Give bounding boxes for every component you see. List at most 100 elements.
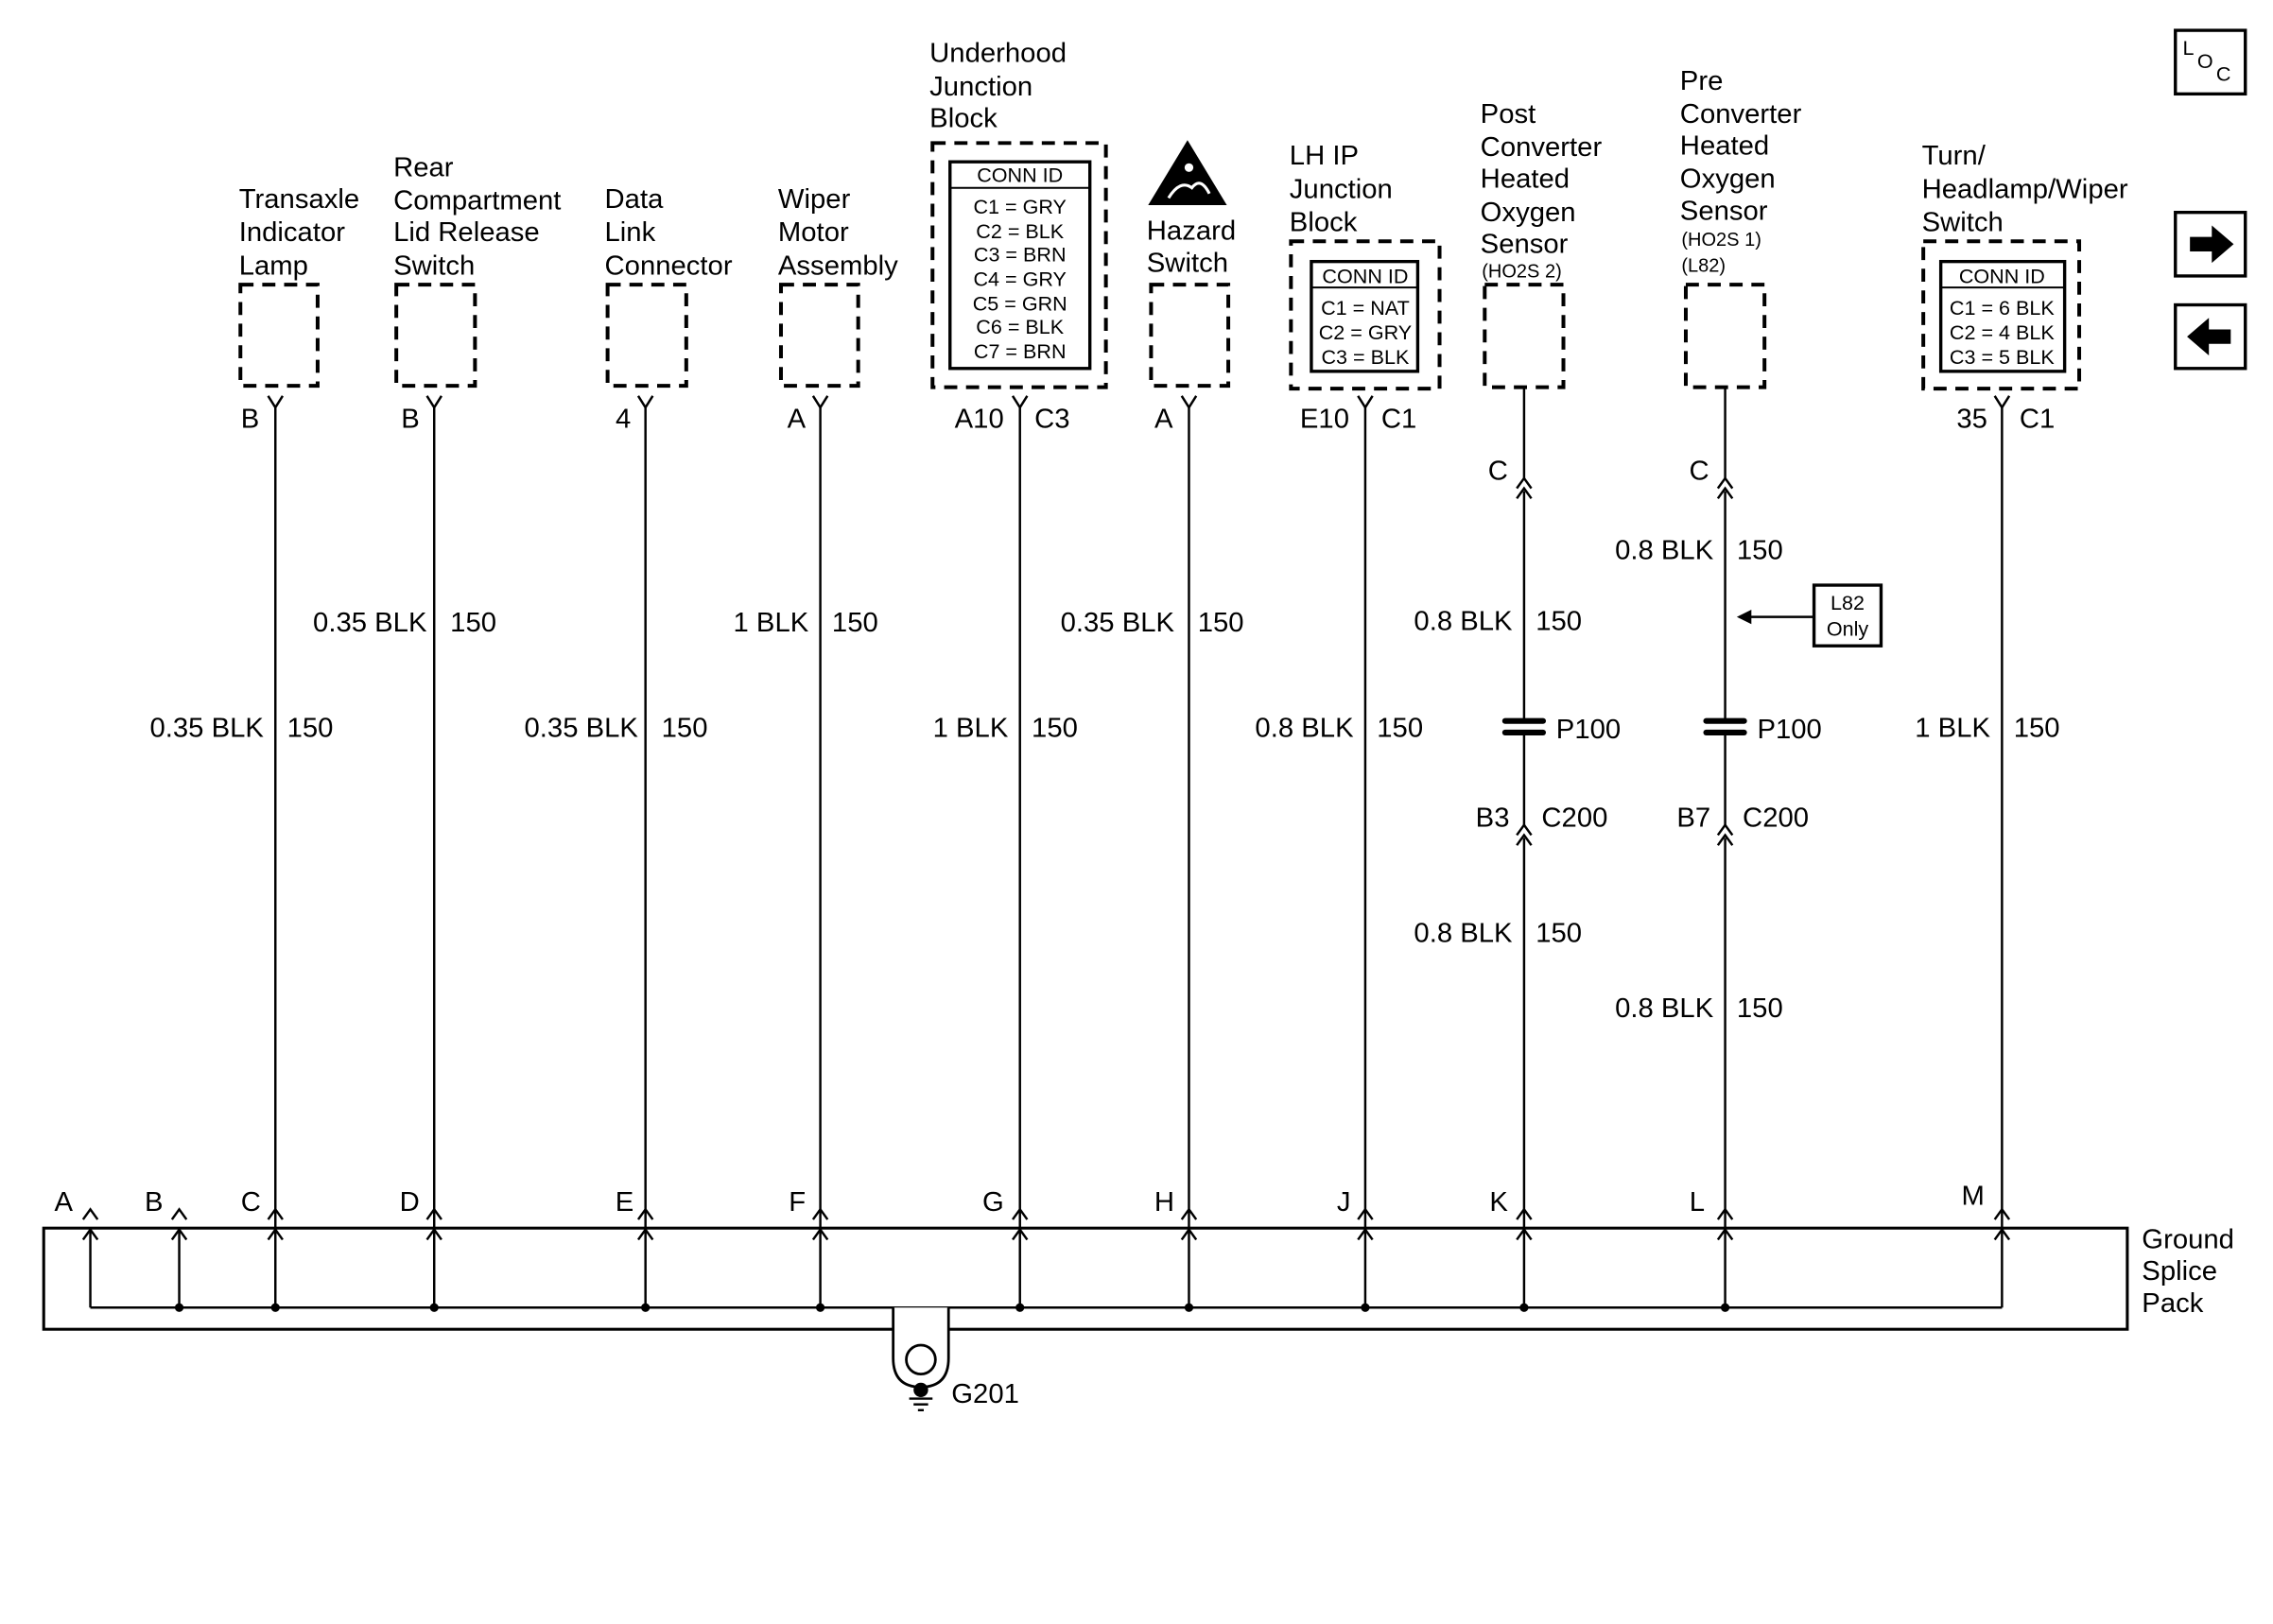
- box-lhip: [1289, 239, 1442, 391]
- svg-text:150: 150: [1032, 714, 1078, 744]
- loc-button[interactable]: L O C: [2174, 28, 2247, 96]
- pin-uhjb: A10: [955, 405, 1004, 435]
- svg-text:C2 = 4 BLK: C2 = 4 BLK: [1950, 321, 2056, 344]
- svg-text:150: 150: [1737, 993, 1783, 1024]
- inline-pin-l: B7: [1676, 803, 1710, 833]
- svg-text:E: E: [616, 1187, 634, 1218]
- svg-text:150: 150: [1737, 536, 1783, 566]
- svg-text:C5 = GRN: C5 = GRN: [973, 293, 1067, 316]
- svg-text:F: F: [789, 1187, 806, 1218]
- pin-hazard: A: [1154, 405, 1173, 435]
- p100-splice-symbol-k: [1501, 717, 1547, 735]
- box-wiper: [778, 283, 860, 389]
- pin-transaxle: B: [241, 405, 260, 435]
- label-uhjb: Underhood Junction Block: [929, 39, 1074, 134]
- svg-text:L82: L82: [1831, 592, 1865, 614]
- l82-only-option: L82 Only: [1736, 583, 1883, 648]
- label-turn: Turn/ Headlamp/Wiper Switch: [1922, 141, 2136, 237]
- conn-id-table-uhjb: CONN ID C1 = GRY C2 = BLK C3 = BRN C4 = …: [948, 160, 1092, 371]
- label-hazard: Hazard Switch: [1147, 216, 1244, 278]
- svg-text:150: 150: [2014, 714, 2060, 744]
- conn-uhjb: C3: [1034, 405, 1069, 435]
- svg-text:0.8 BLK: 0.8 BLK: [1615, 993, 1714, 1024]
- svg-text:C6 = BLK: C6 = BLK: [976, 316, 1065, 338]
- svg-text:K: K: [1489, 1187, 1508, 1218]
- svg-text:C: C: [241, 1187, 261, 1218]
- svg-text:0.35 BLK: 0.35 BLK: [149, 714, 264, 744]
- svg-text:C3 = 5 BLK: C3 = 5 BLK: [1950, 346, 2056, 369]
- svg-text:150: 150: [1377, 714, 1423, 744]
- svg-text:0.35 BLK: 0.35 BLK: [313, 608, 427, 638]
- svg-text:150: 150: [1198, 608, 1244, 638]
- label-transaxle: Transaxle Indicator Lamp: [239, 184, 368, 281]
- esd-warning-icon: [1148, 140, 1227, 206]
- loc-o: O: [2197, 50, 2213, 73]
- splice-pin-labels: A B C D E F G H J K L M: [55, 1182, 1985, 1218]
- pin-dlc: 4: [616, 405, 631, 435]
- box-uhjb: [930, 141, 1108, 389]
- svg-text:C2 = GRY: C2 = GRY: [1319, 321, 1412, 344]
- svg-text:1 BLK: 1 BLK: [734, 608, 809, 638]
- svg-text:H: H: [1154, 1187, 1174, 1218]
- svg-text:150: 150: [832, 608, 878, 638]
- svg-text:C3 = BRN: C3 = BRN: [974, 244, 1067, 267]
- svg-text:0.35 BLK: 0.35 BLK: [525, 714, 639, 744]
- svg-text:C4 = GRY: C4 = GRY: [973, 268, 1066, 291]
- ground-splice-pack: [42, 1207, 2129, 1331]
- svg-text:A: A: [55, 1187, 74, 1218]
- label-dlc: Data Link Connector: [605, 184, 733, 281]
- svg-text:C7 = BRN: C7 = BRN: [974, 340, 1067, 363]
- svg-text:150: 150: [287, 714, 334, 744]
- svg-text:D: D: [400, 1187, 420, 1218]
- box-ho2s1: [1683, 283, 1767, 389]
- svg-text:0.8 BLK: 0.8 BLK: [1255, 714, 1354, 744]
- prev-page-button[interactable]: [2174, 302, 2247, 371]
- svg-text:C1 = GRY: C1 = GRY: [973, 196, 1066, 218]
- box-turn: [1921, 239, 2082, 391]
- next-page-button[interactable]: [2174, 211, 2247, 278]
- svg-text:150: 150: [1536, 919, 1582, 949]
- conn-turn: C1: [2020, 405, 2055, 435]
- svg-text:150: 150: [450, 608, 496, 638]
- svg-text:150: 150: [662, 714, 708, 744]
- splice-label-k: P100: [1556, 715, 1621, 745]
- svg-text:150: 150: [1536, 607, 1582, 637]
- svg-text:J: J: [1337, 1187, 1351, 1218]
- svg-text:0.8 BLK: 0.8 BLK: [1615, 536, 1714, 566]
- label-wiper: Wiper Motor Assembly: [778, 184, 898, 281]
- wires: [267, 387, 2011, 1308]
- conn-id-table-lhip: CONN ID C1 = NAT C2 = GRY C3 = BLK: [1310, 259, 1420, 373]
- svg-text:B: B: [145, 1187, 164, 1218]
- left-arrow-icon: [2187, 318, 2231, 356]
- svg-text:Only: Only: [1827, 618, 1869, 641]
- svg-text:0.35 BLK: 0.35 BLK: [1061, 608, 1175, 638]
- label-rear-lid: Rear Compartment Lid Release Switch: [393, 153, 568, 282]
- label-ho2s2: Post Converter Heated Oxygen Sensor: [1481, 99, 1610, 259]
- ground-g201-symbol: [892, 1307, 950, 1412]
- wire-labels: 0.35 BLK 150 0.35 BLK 150 0.35 BLK 150 1…: [149, 536, 2059, 1024]
- box-transaxle: [238, 283, 320, 389]
- loc-c: C: [2216, 63, 2231, 86]
- inline-pin-k-top: C: [1488, 457, 1508, 487]
- box-ho2s2: [1483, 283, 1566, 389]
- svg-text:M: M: [1961, 1182, 1984, 1212]
- pin-wiper: A: [788, 405, 807, 435]
- svg-text:C1 = 6 BLK: C1 = 6 BLK: [1950, 297, 2056, 320]
- pin-lhip: E10: [1300, 405, 1349, 435]
- svg-text:L: L: [1690, 1187, 1705, 1218]
- inline-pin-k: B3: [1476, 803, 1510, 833]
- inline-pin-l-top: C: [1689, 457, 1709, 487]
- conn-lhip: C1: [1381, 405, 1416, 435]
- p100-splice-symbol-l: [1703, 717, 1747, 735]
- svg-text:CONN ID: CONN ID: [1322, 266, 1408, 288]
- pin-rear-lid: B: [401, 405, 420, 435]
- label-ho2s1: Pre Converter Heated Oxygen Sensor: [1680, 66, 1810, 226]
- ground-label: G201: [951, 1379, 1019, 1409]
- box-hazard: [1149, 283, 1231, 389]
- loc-l: L: [2182, 37, 2194, 60]
- box-dlc: [605, 283, 688, 389]
- svg-text:G: G: [982, 1187, 1004, 1218]
- box-rear-lid: [394, 283, 477, 389]
- inline-conn-k: C200: [1541, 803, 1607, 833]
